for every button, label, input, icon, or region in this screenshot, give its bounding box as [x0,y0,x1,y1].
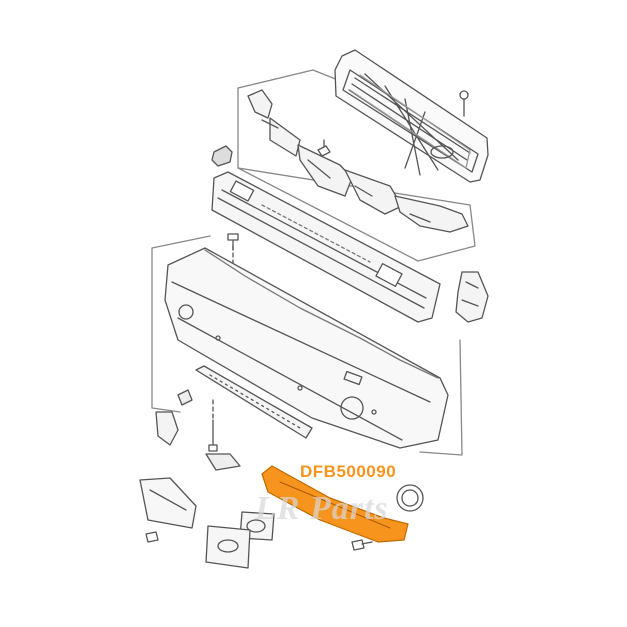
license-plate-bracket [139,477,197,529]
fog-lamp-right [340,396,364,420]
tow-bracket [155,411,179,446]
grille-badge [430,145,454,159]
lower-screw [351,539,373,551]
sensor-holes [215,335,377,415]
front-grille [334,49,489,183]
watermark: LR Parts [255,490,389,527]
bracket-screw [317,139,331,157]
grille-screw [459,90,469,117]
part-number-label: DFB500090 [300,462,397,481]
tow-eye-cover [205,453,241,471]
fog-lamp-left [178,304,194,320]
emblem-plate [205,525,251,569]
lower-assembly-outline [151,235,463,456]
fog-lamp-ring [396,484,424,512]
upper-bracket-chain [247,89,469,233]
bolt-long [208,419,218,452]
reinforcement-beam [211,171,441,323]
highlighted-part [261,465,409,543]
lower-lip-strip [195,365,313,439]
bumper-bolt [227,233,239,251]
push-clip [211,145,233,167]
bracket-screw-lower [145,531,159,543]
side-bracket [455,271,489,323]
mount-block [177,389,193,406]
bumper-cover [164,247,449,449]
